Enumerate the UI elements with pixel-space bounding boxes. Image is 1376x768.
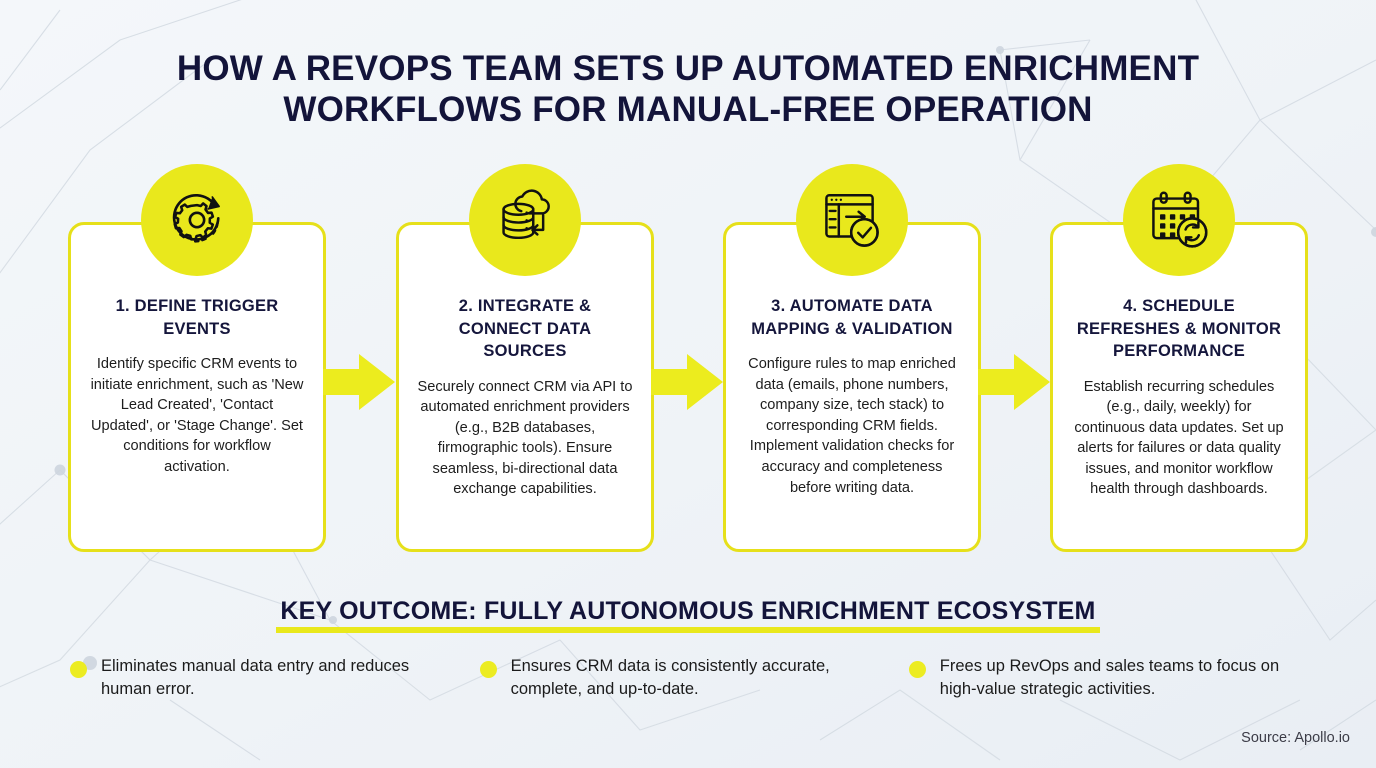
step-card-3-content: 3. AUTOMATE DATA MAPPING & VALIDATION Co… — [738, 295, 966, 498]
step-card-3-body: Configure rules to map enriched data (em… — [748, 356, 956, 496]
step-card-2[interactable]: 2. INTEGRATE & CONNECT DATA SOURCES Secu… — [396, 222, 654, 552]
bullet-dot-icon — [908, 661, 926, 678]
page-title: HOW A REVOPS TEAM SETS UP AUTOMATED ENRI… — [0, 48, 1376, 130]
step-card-1[interactable]: 1. DEFINE TRIGGER EVENTS Identify specif… — [68, 222, 326, 552]
calendar-refresh-icon — [1146, 187, 1212, 253]
step-card-2-title: 2. INTEGRATE & CONNECT DATA SOURCES — [458, 297, 592, 360]
benefit-item-2-text: Ensures CRM data is consistently accurat… — [510, 657, 830, 698]
step-card-1-title: 1. DEFINE TRIGGER EVENTS — [115, 297, 279, 338]
step-card-3[interactable]: 3. AUTOMATE DATA MAPPING & VALIDATION Co… — [723, 222, 981, 552]
step-icon-circle-4 — [1123, 164, 1235, 276]
step-card-3-title: 3. AUTOMATE DATA MAPPING & VALIDATION — [751, 297, 953, 338]
benefit-item-2: Ensures CRM data is consistently accurat… — [479, 655, 891, 701]
step-card-1-body: Identify specific CRM events to initiate… — [90, 356, 304, 475]
data-mapping-check-icon — [819, 187, 885, 253]
benefit-item-1-text: Eliminates manual data entry and reduces… — [101, 657, 410, 698]
benefit-item-1: Eliminates manual data entry and reduces… — [70, 655, 462, 701]
page-title-line-1: HOW A REVOPS TEAM SETS UP AUTOMATED ENRI… — [176, 49, 1200, 88]
step-card-4-title: 4. SCHEDULE REFRESHES & MONITOR PERFORMA… — [1076, 297, 1282, 360]
key-outcome-section: KEY OUTCOME: FULLY AUTONOMOUS ENRICHMENT… — [0, 596, 1376, 633]
page-title-line-2: WORKFLOWS FOR MANUAL-FREE OPERATION — [283, 90, 1093, 129]
key-outcome-underline — [276, 627, 1100, 633]
key-outcome-heading: KEY OUTCOME: FULLY AUTONOMOUS ENRICHMENT… — [276, 596, 1100, 633]
step-icon-circle-3 — [796, 164, 908, 276]
step-card-4-content: 4. SCHEDULE REFRESHES & MONITOR PERFORMA… — [1065, 295, 1293, 500]
connector-arrow-1 — [323, 352, 395, 412]
benefit-item-3: Frees up RevOps and sales teams to focus… — [908, 655, 1320, 701]
step-card-2-body: Securely connect CRM via API to automate… — [417, 378, 633, 498]
benefit-item-3-text: Frees up RevOps and sales teams to focus… — [939, 657, 1280, 698]
database-cloud-sync-icon — [492, 187, 558, 253]
benefits-list: Eliminates manual data entry and reduces… — [70, 655, 1320, 701]
step-card-1-content: 1. DEFINE TRIGGER EVENTS Identify specif… — [83, 295, 311, 478]
step-card-2-content: 2. INTEGRATE & CONNECT DATA SOURCES Secu… — [411, 295, 639, 500]
key-outcome-label: KEY OUTCOME: FULLY AUTONOMOUS ENRICHMENT… — [280, 597, 1096, 625]
step-card-4-body: Establish recurring schedules (e.g., dai… — [1074, 378, 1284, 498]
step-card-4[interactable]: 4. SCHEDULE REFRESHES & MONITOR PERFORMA… — [1050, 222, 1308, 552]
source-attribution: Source: Apollo.io — [1241, 730, 1350, 746]
gear-refresh-icon — [163, 186, 231, 254]
step-icon-circle-2 — [469, 164, 581, 276]
bullet-dot-icon — [479, 661, 497, 678]
step-icon-circle-1 — [141, 164, 253, 276]
connector-arrow-3 — [978, 352, 1050, 412]
connector-arrow-2 — [651, 352, 723, 412]
bullet-dot-icon — [70, 661, 87, 678]
